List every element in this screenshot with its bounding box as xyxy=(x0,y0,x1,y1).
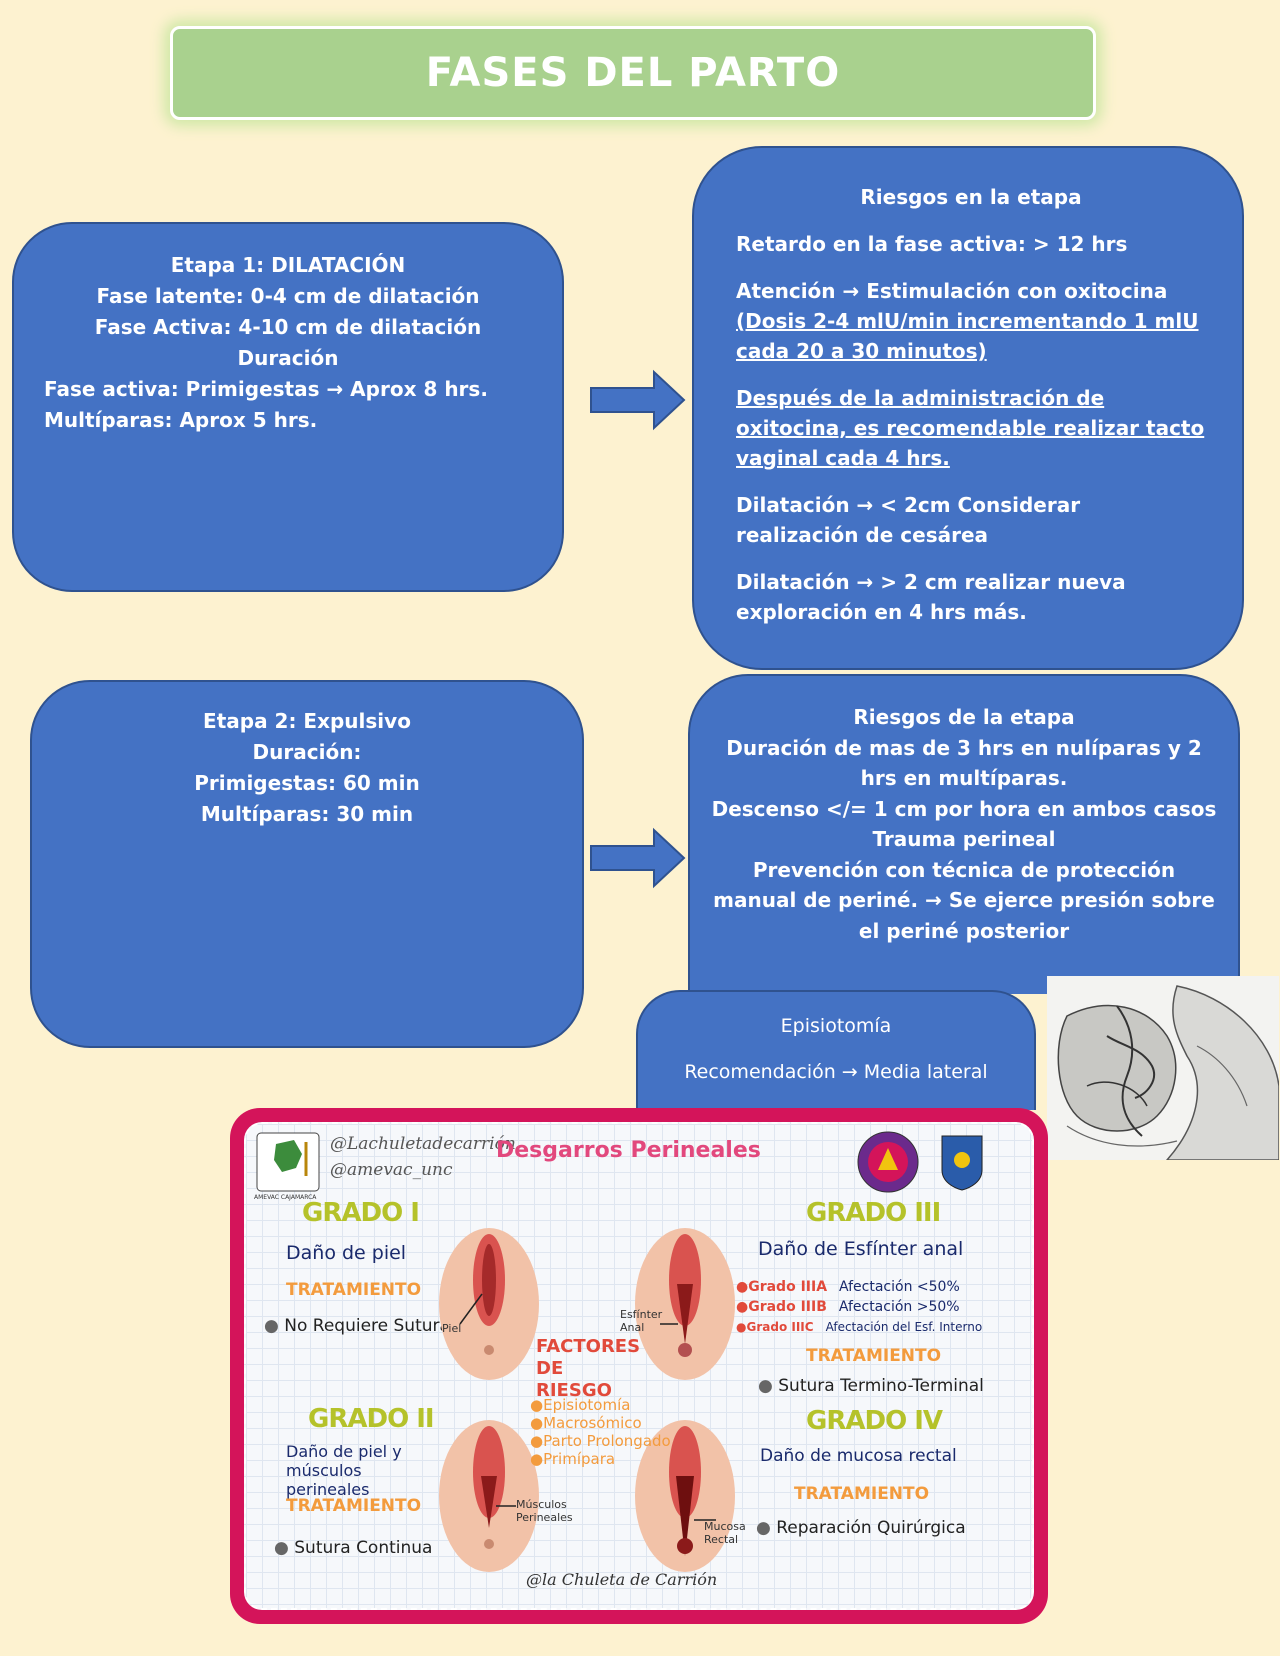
risks2-item: Descenso </= 1 cm por hora en ambos caso… xyxy=(711,796,1217,821)
stage2-heading: Etapa 2: Expulsivo xyxy=(203,709,411,733)
infographic-panel: AMEVAC CAJAMARCA @Lachuletadecarrión @am… xyxy=(244,1122,1034,1610)
stage2-box: Etapa 2: Expulsivo Duración: Primigestas… xyxy=(30,680,584,1048)
grade4-anatomy-label: Mucosa Rectal xyxy=(704,1520,746,1546)
subgrade-name: Grado IIIC xyxy=(746,1320,814,1334)
risks1-item: Atención → Estimulación con oxitocina xyxy=(736,279,1168,303)
risks1-item: Retardo en la fase activa: > 12 hrs xyxy=(736,232,1128,256)
university-seal-icon xyxy=(857,1131,919,1193)
title-banner: FASES DEL PARTO xyxy=(170,26,1096,120)
risk-factors-title: FACTORES DE RIESGO xyxy=(536,1336,641,1401)
risks2-item: Duración de mas de 3 hrs en nulíparas y … xyxy=(726,735,1202,791)
grade1-title: GRADO I xyxy=(302,1198,420,1228)
stage1-active: Fase Activa: 4-10 cm de dilatación xyxy=(94,315,482,339)
risks2-item: Prevención con técnica de protección man… xyxy=(713,857,1215,943)
grade2-anatomy-illustration xyxy=(439,1420,539,1572)
stage1-latent: Fase latente: 0-4 cm de dilatación xyxy=(96,284,480,308)
episiotomy-box: Episiotomía Recomendación → Media latera… xyxy=(636,990,1036,1110)
subgrade-name: Grado IIIB xyxy=(748,1299,827,1315)
grade1-desc: Daño de piel xyxy=(286,1242,407,1264)
grade3-subgrade: Grado IIIA Afectación <50% xyxy=(736,1278,960,1297)
episiotomy-recommendation: Recomendación → Media lateral xyxy=(684,1061,988,1083)
stage1-multiparas: Multíparas: Aprox 5 hrs. xyxy=(44,408,318,432)
subgrade-desc: Afectación <50% xyxy=(839,1279,960,1295)
grade3-anatomy-illustration xyxy=(635,1228,735,1380)
grade4-title: GRADO IV xyxy=(806,1406,943,1436)
grade3-subgrade: Grado IIIC Afectación del Esf. Interno xyxy=(736,1318,982,1337)
subgrade-desc: Afectación del Esf. Interno xyxy=(825,1320,983,1334)
grade2-treatment: Sutura Continua xyxy=(274,1538,432,1558)
arrow-right-icon xyxy=(590,827,686,889)
stage2-primigestas: Primigestas: 60 min xyxy=(194,771,420,795)
grade1-treatment-label: TRATAMIENTO xyxy=(286,1280,422,1300)
grade2-anatomy-label: Músculos Perineales xyxy=(516,1498,573,1524)
grade2-desc: Daño de piel y músculos perineales xyxy=(286,1442,402,1499)
stage1-primigestas: Fase activa: Primigestas → Aprox 8 hrs. xyxy=(44,377,488,401)
grade2-treatment-label: TRATAMIENTO xyxy=(286,1496,422,1516)
risks1-item: Dilatación → < 2cm Considerar realizació… xyxy=(736,493,1081,547)
stage2-risks-box: Riesgos de la etapa Duración de mas de 3… xyxy=(688,674,1240,994)
subgrade-desc: Afectación >50% xyxy=(838,1299,960,1315)
grade4-treatment-label: TRATAMIENTO xyxy=(794,1484,930,1504)
risks1-heading: Riesgos en la etapa xyxy=(860,185,1082,209)
stage1-heading: Etapa 1: DILATACIÓN xyxy=(170,253,406,277)
infographic-title: Desgarros Perineales xyxy=(496,1138,761,1163)
page-title: FASES DEL PARTO xyxy=(425,50,841,96)
risk-factor-item: Parto Prolongado xyxy=(530,1432,671,1450)
grade1-anatomy-illustration xyxy=(439,1228,539,1380)
risks2-item: Trauma perineal xyxy=(872,827,1056,851)
risk-factor-item: Episiotomía xyxy=(530,1396,630,1414)
handle-2: @amevac_unc xyxy=(330,1160,453,1180)
grade1-anatomy-label: Piel xyxy=(442,1322,462,1335)
grade3-anatomy-label: Esfínter Anal xyxy=(620,1308,663,1334)
grade3-desc: Daño de Esfínter anal xyxy=(758,1238,964,1260)
risks2-heading: Riesgos de la etapa xyxy=(853,705,1075,729)
grade2-title: GRADO II xyxy=(308,1404,435,1434)
perineal-tears-infographic: AMEVAC CAJAMARCA @Lachuletadecarrión @am… xyxy=(230,1108,1048,1624)
grade4-treatment: Reparación Quirúrgica xyxy=(756,1518,965,1538)
risks1-item: Después de la administración de oxitocin… xyxy=(736,386,1205,470)
faculty-shield-icon xyxy=(941,1135,983,1191)
logo-caption: AMEVAC CAJAMARCA xyxy=(254,1194,317,1201)
grade3-subgrade: Grado IIIB Afectación >50% xyxy=(736,1298,960,1317)
risks1-item: (Dosis 2-4 mlU/min incrementando 1 mlU c… xyxy=(736,309,1199,363)
grade4-desc: Daño de mucosa rectal xyxy=(760,1446,957,1466)
stage1-duration-label: Duración xyxy=(237,346,339,370)
risk-factor-item: Macrosómico xyxy=(530,1414,642,1432)
stage1-risks-box: Riesgos en la etapa Retardo en la fase a… xyxy=(692,146,1244,670)
handle-1: @Lachuletadecarrión xyxy=(330,1134,516,1154)
risks1-item: Dilatación → > 2 cm realizar nueva explo… xyxy=(736,570,1126,624)
grade1-treatment: No Requiere Sutura xyxy=(264,1316,450,1336)
risk-factor-item: Primípara xyxy=(530,1450,615,1468)
grade3-treatment-label: TRATAMIENTO xyxy=(806,1346,942,1366)
perineal-protection-illustration xyxy=(1047,976,1279,1160)
arrow-right-icon xyxy=(590,369,686,431)
episiotomy-title: Episiotomía xyxy=(780,1015,892,1037)
subgrade-name: Grado IIIA xyxy=(748,1279,828,1295)
amevac-logo-icon xyxy=(256,1132,320,1192)
grade3-treatment: Sutura Termino-Terminal xyxy=(758,1376,984,1396)
author-signature: @la Chuleta de Carrión xyxy=(526,1570,718,1589)
stage2-multiparas: Multíparas: 30 min xyxy=(200,802,414,826)
grade3-title: GRADO III xyxy=(806,1198,941,1228)
stage2-duration-label: Duración: xyxy=(252,740,362,764)
stage1-box: Etapa 1: DILATACIÓN Fase latente: 0-4 cm… xyxy=(12,222,564,592)
grade4-anatomy-illustration xyxy=(635,1420,735,1572)
